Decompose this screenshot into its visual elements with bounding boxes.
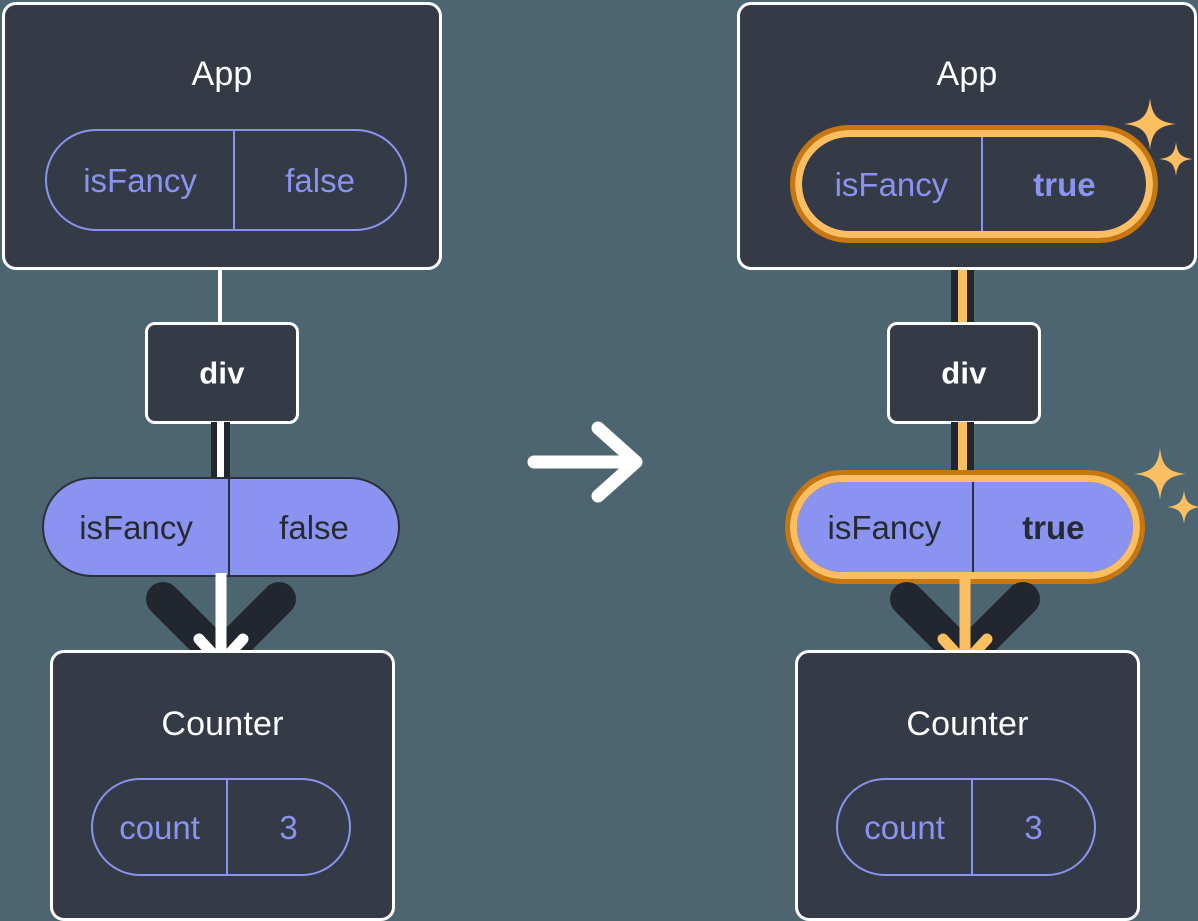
edge-app-to-div-after-b [967,232,974,328]
edge-app-to-div-after-a [951,232,958,328]
pill-value: 3 [226,780,349,874]
edge-div-to-pill-after-orange [958,422,967,480]
card-app-before: App isFancy false [2,2,442,270]
transition-right-arrow-icon [527,421,643,503]
card-title-app-after: App [936,55,998,93]
pill-value: 3 [971,780,1094,874]
pill-name: isFancy [83,161,197,199]
card-title-div-after: div [941,355,987,391]
edge-div-to-pill-after-b [967,422,974,480]
card-title-counter-after: Counter [906,705,1029,743]
edge-app-to-div-after-orange [958,232,967,328]
pill-value: true [971,482,1133,572]
card-div-after: div [887,322,1041,424]
edge-div-to-pill-before-white [217,422,224,480]
card-title-counter-before: Counter [161,705,284,743]
pill-name: count [119,808,200,846]
card-app-after: App isFancy true [737,2,1197,270]
pill-name: isFancy [827,508,942,546]
before-panel: App isFancy false div isFancy false [0,0,520,921]
pill-isfancy-prop-after: isFancy true [795,480,1135,574]
pill-value: false [233,131,405,229]
pill-name: count [864,808,945,846]
pill-isfancy-app-after: isFancy true [800,135,1148,233]
pill-isfancy-prop-before: isFancy false [42,477,400,577]
sparkles-icon-app-after [1124,98,1193,176]
card-title-div-before: div [199,355,245,391]
edge-div-to-pill-after-a [951,422,958,480]
pill-count-counter-before: count 3 [91,778,351,876]
edge-app-to-div-before [218,268,222,326]
after-panel: App isFancy true div isFancy true [735,0,1198,921]
pill-count-counter-after: count 3 [836,778,1096,876]
sparkles-icon-prop-after [1134,448,1198,524]
pill-name: isFancy [79,508,193,546]
pill-value: false [228,479,398,575]
card-counter-after: Counter count 3 [795,650,1140,921]
pill-value: true [980,137,1146,231]
pill-isfancy-app-before: isFancy false [45,129,407,231]
card-counter-before: Counter count 3 [50,650,395,921]
card-div-before: div [145,322,299,424]
pill-name: isFancy [834,165,949,203]
edge-div-to-pill-before-b [224,422,230,480]
card-title-app-before: App [191,55,253,93]
edge-div-to-pill-before-a [211,422,217,480]
